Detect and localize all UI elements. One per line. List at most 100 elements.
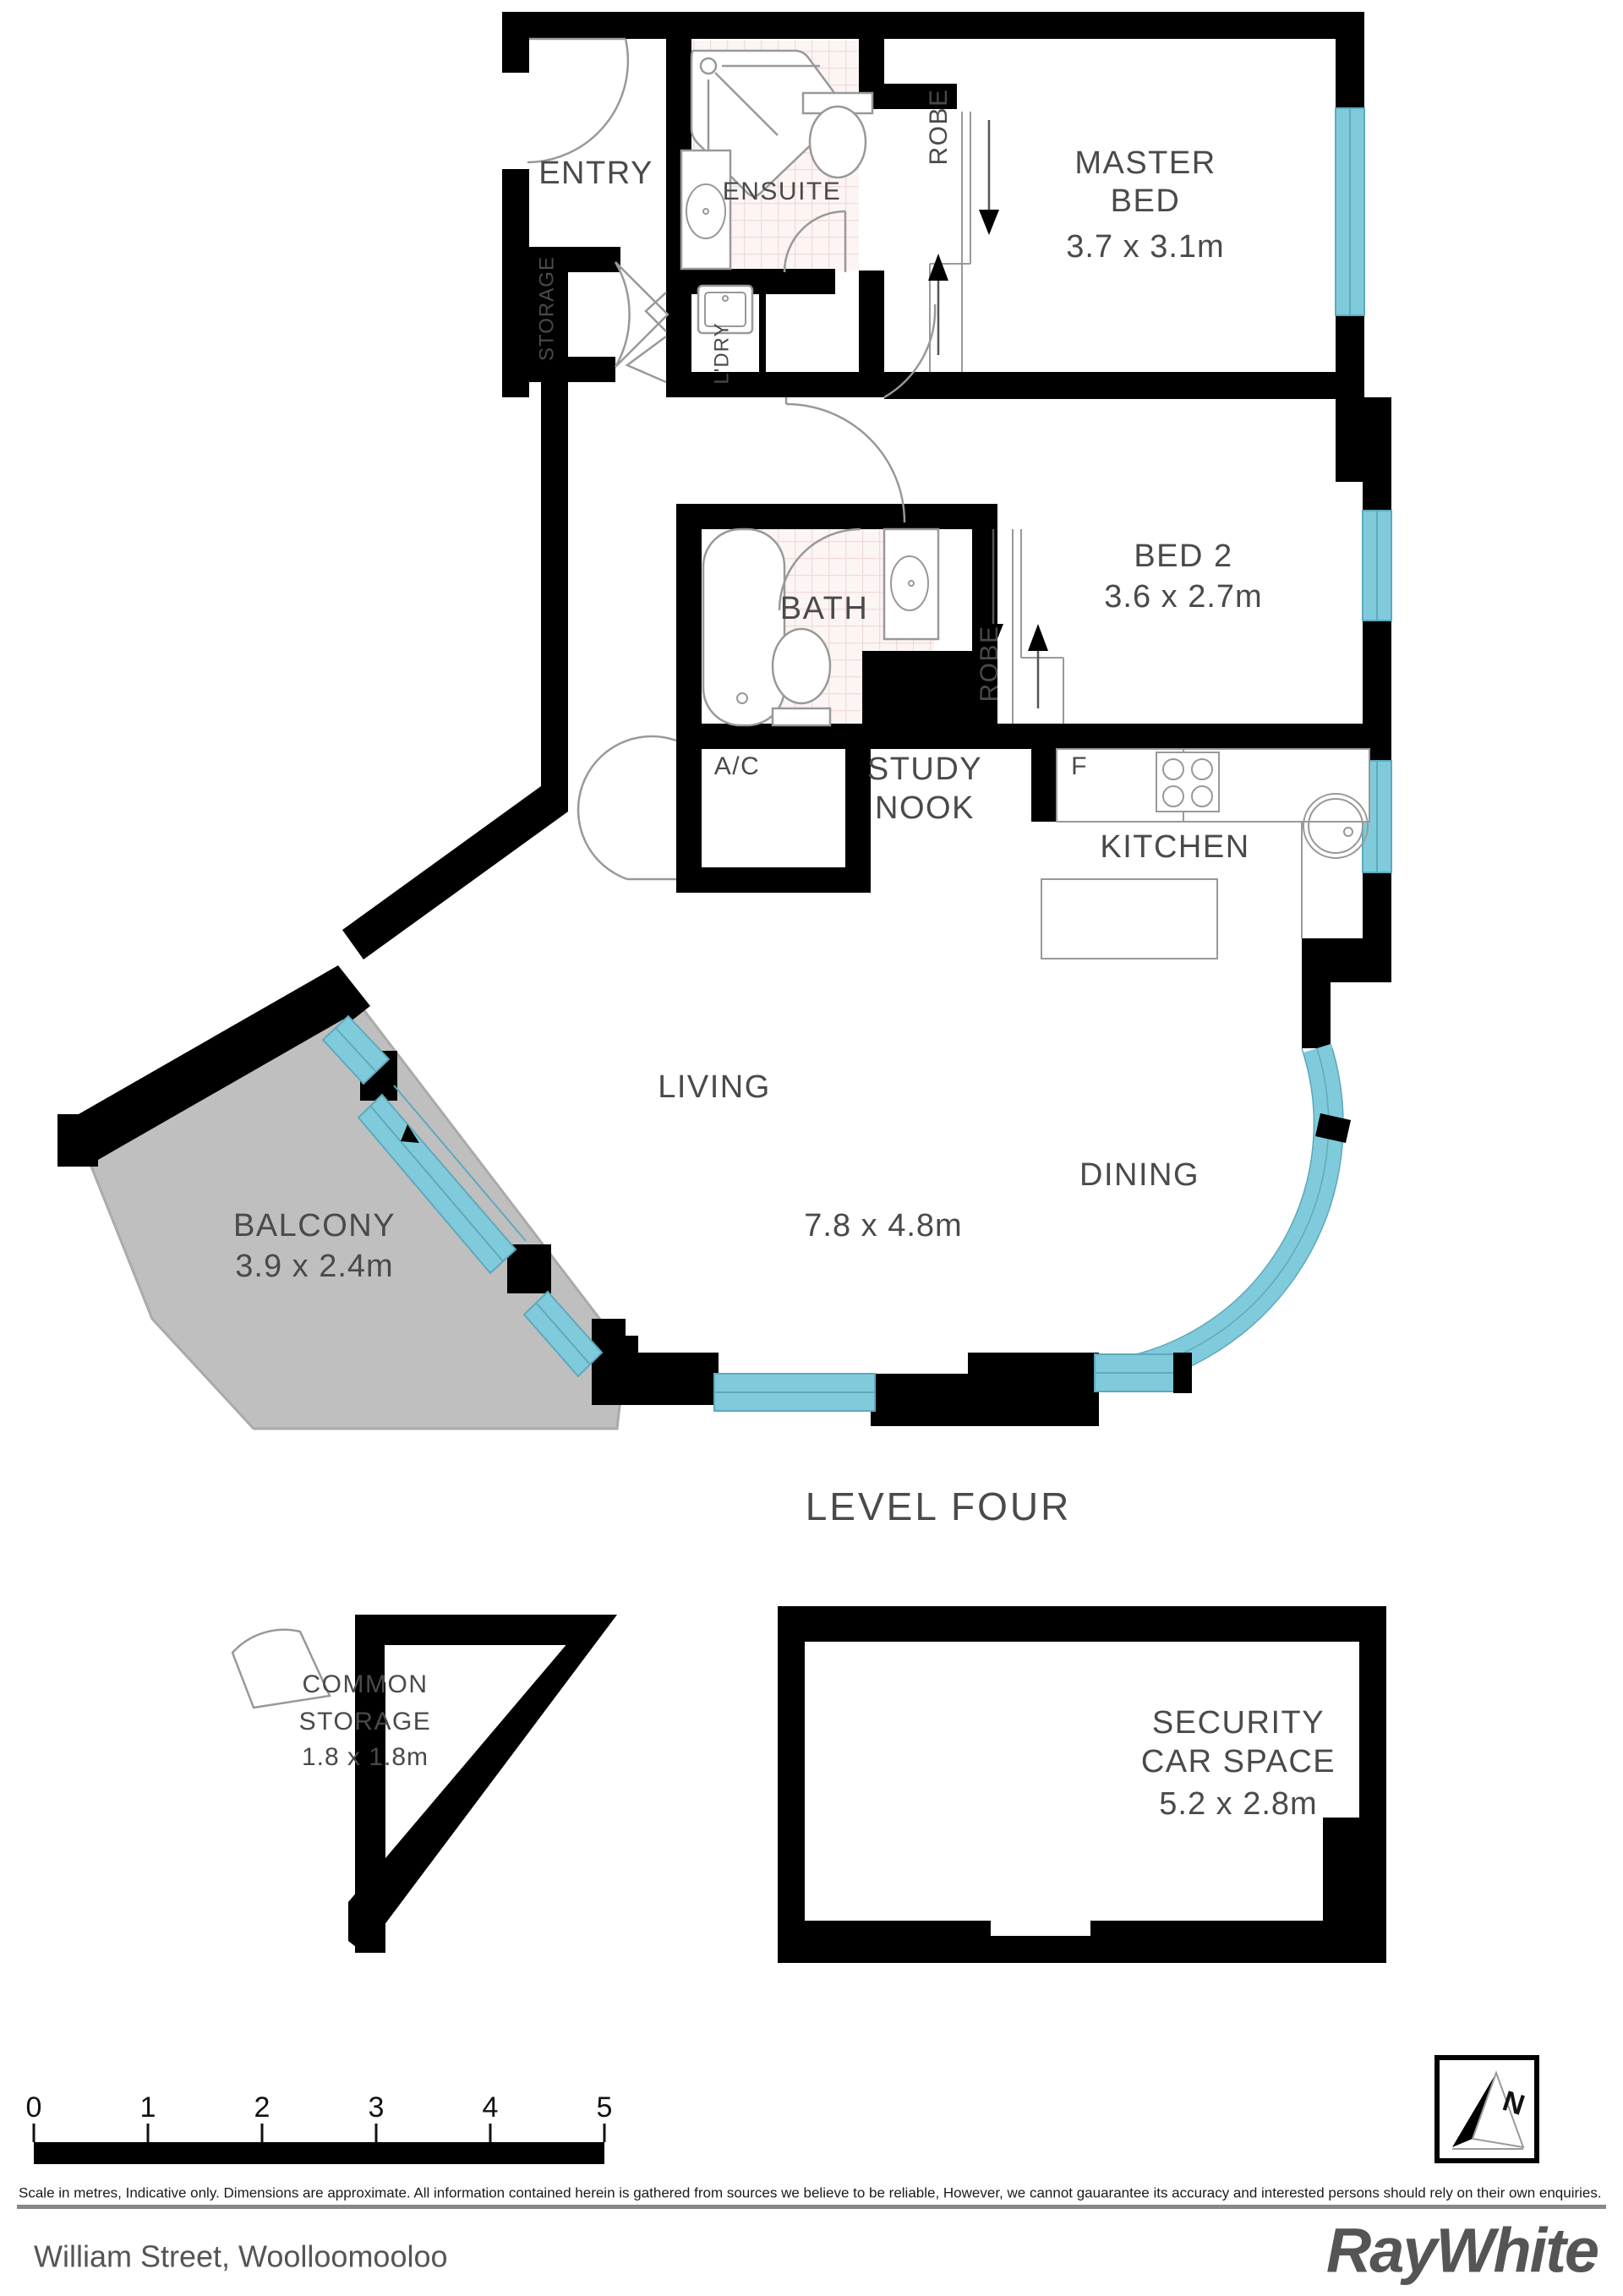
footer-rule — [17, 2205, 1606, 2209]
wall-fridge-left — [1031, 724, 1057, 822]
window-dining-south — [1094, 1353, 1192, 1393]
storage-door-swing-icon — [615, 261, 669, 368]
label-car-space-line1: SECURITY — [1152, 1705, 1325, 1741]
car-space-plan: SECURITY CAR SPACE 5.2 x 2.8m — [778, 1606, 1386, 1963]
wall-laundry-right — [759, 294, 766, 379]
wall-ac-left — [676, 724, 702, 893]
scale-bar-fill — [34, 2142, 604, 2164]
ensuite-toilet-icon — [801, 91, 874, 179]
wall-top-entry — [502, 12, 899, 39]
window-dining-south-mullion — [1173, 1353, 1192, 1393]
label-storage: STORAGE — [535, 256, 558, 361]
common-storage-door-swing-icon — [231, 1628, 331, 1709]
label-master-bed-line1: MASTER — [1074, 145, 1216, 181]
label-common-storage-line1: COMMON — [303, 1670, 429, 1698]
bed2-robe-icon — [983, 529, 1064, 724]
wall-master-top — [932, 12, 1346, 39]
bath-toilet-icon — [771, 627, 832, 727]
wall-bath-door-jamb — [921, 504, 928, 529]
label-fridge: F — [1071, 752, 1088, 780]
wall-kitchen-right-mid — [1363, 871, 1391, 938]
walls — [57, 12, 1391, 1426]
window-dining-arc-inner — [1096, 1047, 1315, 1362]
cooktop-icon — [1156, 752, 1220, 812]
compass-needle-light — [1471, 2070, 1525, 2149]
label-dining: DINING — [1079, 1157, 1199, 1193]
wall-storage-bottom — [522, 357, 615, 382]
label-kitchen: KITCHEN — [1100, 829, 1249, 865]
wall-ac-bottom — [676, 867, 871, 893]
disclaimer-text: Scale in metres, Indicative only. Dimens… — [19, 2184, 1602, 2200]
windows — [321, 107, 1392, 1412]
car-space-wall-left — [778, 1606, 805, 1961]
fixtures — [527, 37, 1370, 959]
label-entry: ENTRY — [538, 156, 653, 191]
scale-tick-3: 3 — [369, 2091, 385, 2124]
wall-corridor-right — [859, 271, 884, 380]
window-balcony-slider-lower — [522, 1290, 604, 1378]
compass-needle-dark — [1452, 2073, 1496, 2147]
wall-balcony-jamb-top — [320, 965, 370, 1025]
car-space-wall-bottom-right — [1090, 1921, 1386, 1963]
hall-door-swing-icon — [785, 402, 906, 523]
wall-balcony-top-angled — [61, 965, 363, 1167]
level-caption: LEVEL FOUR — [806, 1484, 1072, 1528]
wall-balcony-west-corner — [57, 1114, 98, 1167]
scale-tick-5: 5 — [597, 2091, 613, 2124]
master-robe-icon — [928, 112, 999, 372]
wall-master-robe-top — [859, 84, 957, 109]
wall-ac-right — [845, 724, 871, 893]
wall-dining-right-upper — [1302, 938, 1331, 1048]
level-four-plan: ENTRY STORAGE ENSUITE L'DRY ROBE MASTER … — [57, 12, 1392, 1528]
ensuite-vanity-icon — [680, 149, 732, 271]
car-space-wall-top — [778, 1606, 1386, 1642]
label-robe-master: ROBE — [925, 88, 953, 165]
wall-bed2-right-step — [1336, 372, 1364, 482]
laundry-tub-icon — [697, 284, 754, 335]
wall-living-bottom-step — [968, 1353, 1099, 1405]
label-car-space-line2: CAR SPACE — [1141, 1744, 1336, 1779]
master-bed-door-swing-icon — [883, 303, 937, 399]
scale-tick-0: 0 — [26, 2091, 42, 2124]
bath-tub-icon — [702, 528, 786, 727]
laundry-bifold-icon-lower — [625, 335, 667, 384]
common-storage-plan: COMMON STORAGE 1.8 x 1.8m — [231, 1615, 617, 1953]
wall-storage-top — [522, 247, 615, 272]
brand-logo: RayWhite — [1326, 2216, 1598, 2286]
label-car-space-dim: 5.2 x 2.8m — [1159, 1786, 1317, 1822]
window-bed-2 — [1362, 510, 1392, 621]
ac-door-swing-icon — [577, 735, 677, 881]
label-balcony: BALCONY — [233, 1208, 396, 1244]
kitchen-joinery — [1041, 748, 1370, 959]
robe-arrow-up-icon — [928, 254, 948, 281]
bath-basin-icon — [883, 528, 940, 641]
wall-bath-nook-block — [700, 651, 972, 749]
window-balcony-slider-mid — [357, 1085, 527, 1275]
window-master-bed — [1335, 107, 1365, 316]
north-arrow-icon: N — [1434, 2055, 1539, 2163]
footer: Scale in metres, Indicative only. Dimens… — [17, 2184, 1606, 2286]
wall-entry-left-upper — [502, 12, 529, 73]
label-master-bed-line2: BED — [1111, 183, 1181, 219]
robe-arrow-down-icon — [979, 210, 999, 235]
bed2-robe-arrow-down-icon — [983, 624, 1003, 649]
label-living: LIVING — [658, 1069, 771, 1105]
laundry-bifold-icon-upper — [644, 292, 667, 332]
label-study-line2: NOOK — [875, 790, 975, 826]
bed2-robe-arrow-up-icon — [1028, 624, 1048, 651]
label-common-storage-dim: 1.8 x 1.8m — [302, 1743, 429, 1771]
bath-door-swing-icon — [778, 528, 861, 611]
wall-living-balcony-corner — [592, 1319, 626, 1405]
label-bed-2-dim: 3.6 x 2.7m — [1104, 579, 1262, 615]
label-air-con: A/C — [714, 752, 761, 780]
scale-tick-2: 2 — [254, 2091, 270, 2124]
label-master-bed-dim: 3.7 x 3.1m — [1066, 229, 1224, 265]
label-study-line1: STUDY — [867, 752, 982, 787]
property-address: William Street, Woolloomooloo — [34, 2239, 448, 2274]
window-dining-mullion-black — [1315, 1113, 1351, 1143]
common-storage-wall-diagonal — [348, 1615, 617, 1953]
kitchen-sink-icon — [1303, 793, 1369, 859]
label-living-dim: 7.8 x 4.8m — [804, 1208, 962, 1244]
wall-outer-left-diagonal — [342, 372, 568, 959]
